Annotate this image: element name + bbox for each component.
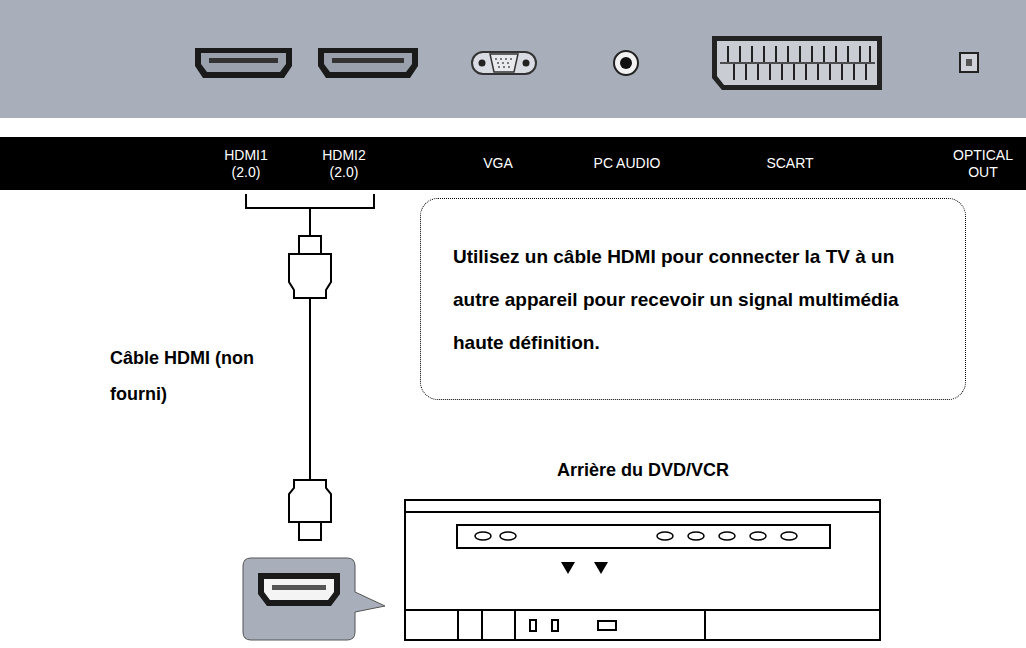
scart-port — [712, 36, 882, 90]
optical-port — [960, 53, 978, 72]
bracket — [246, 194, 374, 236]
hdmi-port — [318, 48, 418, 78]
port-name: VGA — [458, 155, 538, 172]
audio-jack — [614, 51, 638, 75]
port-label-band — [0, 137, 1026, 190]
hdmi-port — [195, 48, 292, 78]
hdmi-cable — [289, 236, 331, 540]
port-name: HDMI1 (2.0) — [215, 147, 277, 181]
cable-label: Câble HDMI (non fourni) — [110, 340, 260, 412]
device-hdmi-port — [243, 558, 385, 640]
note-text: Utilisez un câble HDMI pour connecter la… — [453, 235, 933, 364]
port-name: SCART — [745, 155, 835, 172]
device-label: Arrière du DVD/VCR — [523, 458, 763, 482]
port-name: PC AUDIO — [572, 155, 682, 172]
vga-port — [472, 52, 536, 74]
dvd-vcr-device — [405, 500, 880, 640]
port-label-band: HDMI1 (2.0) HDMI2 (2.0) VGA PC AUDIO SCART OP… — [0, 137, 1026, 190]
port-name: OPTICAL OUT — [946, 147, 1020, 181]
note-box: Utilisez un câble HDMI pour connecter la… — [420, 198, 966, 400]
port-name: HDMI2 (2.0) — [313, 147, 375, 181]
tv-back-panel — [0, 0, 1026, 118]
marker-triangle — [561, 562, 608, 574]
